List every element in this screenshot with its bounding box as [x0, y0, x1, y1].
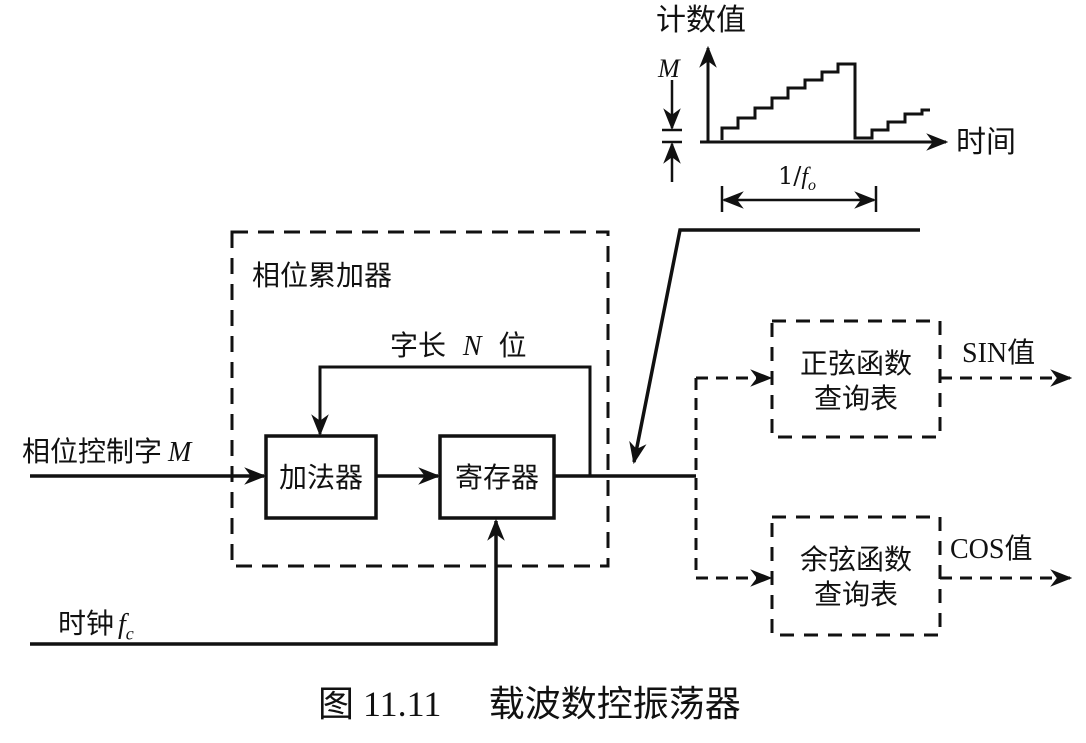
period-sub: o: [808, 176, 817, 194]
cos-table-label: 余弦函数 查询表: [772, 542, 940, 612]
step-label: M: [658, 54, 680, 83]
sin-table-line2: 查询表: [813, 382, 898, 415]
feedback-loop: [311, 365, 592, 476]
output-pointer: [629, 228, 920, 465]
adder-label: 加法器: [278, 461, 363, 494]
word-length-label: 字长 N 位: [390, 332, 527, 361]
cos-table-line2: 查询表: [813, 578, 898, 611]
sin-table-line1: 正弦函数: [799, 347, 912, 380]
register-label: 寄存器: [454, 461, 539, 494]
period-num: 1/: [778, 162, 802, 190]
inset-staircase: [720, 62, 930, 140]
accumulator-border: [230, 230, 610, 568]
figure-caption: 图 11.11 载波数控振荡器: [318, 686, 741, 723]
period-label: 1/fo: [778, 164, 816, 194]
clock-line: [30, 518, 505, 646]
word-length-n: N: [462, 331, 482, 362]
inset-x-label: 时间: [956, 125, 1016, 160]
sin-output-label: SIN值: [962, 338, 1036, 369]
caption-number: 图 11.11: [318, 684, 442, 724]
sin-table-label: 正弦函数 查询表: [772, 346, 940, 416]
inset-y-label: 计数值: [656, 3, 746, 38]
phase-word-var: M: [168, 437, 192, 468]
clock-sub: c: [125, 623, 134, 644]
word-length-prefix: 字长: [390, 329, 447, 362]
period-var: f: [801, 164, 809, 190]
word-length-suffix: 位: [498, 329, 527, 362]
clock-var: f: [118, 609, 126, 640]
cos-table-line1: 余弦函数: [799, 543, 912, 576]
accumulator-title: 相位累加器: [252, 259, 393, 292]
cos-table-box: [770, 515, 942, 637]
clock-text: 时钟: [58, 607, 115, 640]
phase-word-text: 相位控制字: [22, 435, 163, 468]
caption-title: 载波数控振荡器: [488, 684, 741, 725]
cos-output-label: COS值: [950, 534, 1033, 565]
